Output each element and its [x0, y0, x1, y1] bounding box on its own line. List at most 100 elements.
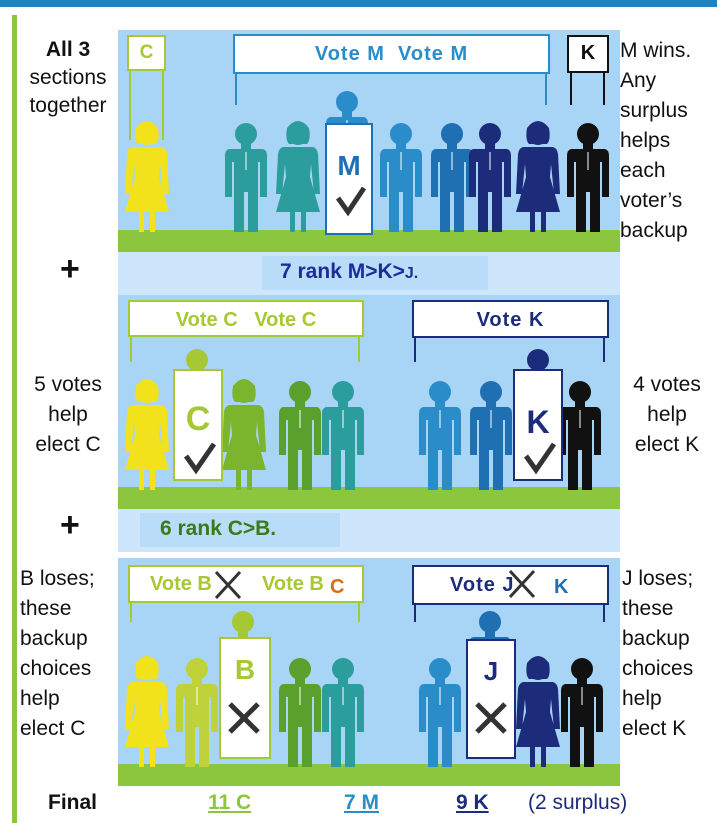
mid-right-note: 4 votes help elect K — [620, 370, 714, 460]
mid-vote-k-label: Vote K — [476, 309, 545, 331]
voter-figure — [279, 381, 321, 490]
note-line: 4 votes — [633, 373, 701, 396]
voter-figure — [559, 381, 601, 490]
rank-band-c-highlight — [140, 513, 340, 547]
voter-figure — [419, 658, 461, 767]
ballot-b-rejected — [219, 637, 271, 759]
note-line: backup — [622, 627, 690, 650]
bottom-banner-c — [128, 565, 364, 622]
ballot-k — [513, 369, 563, 481]
note-line: choices — [622, 657, 694, 680]
note-line: elect K — [634, 433, 700, 456]
final-surplus-note: (2 surplus) — [528, 791, 628, 814]
voter-figure — [322, 658, 364, 767]
note-line: help — [647, 403, 687, 426]
top-right-note: M wins. Any surplus helps each voter’s b… — [620, 36, 714, 246]
top-banner-m — [233, 34, 550, 105]
ground-strip — [118, 230, 620, 252]
voter-figure — [125, 379, 169, 490]
ballot-j-letter: J — [483, 656, 499, 686]
note-line: these — [20, 597, 72, 620]
note-line: J loses; — [622, 567, 694, 590]
ballot-m-letter: M — [337, 150, 361, 181]
sections-note: All 3 sections together — [20, 36, 116, 120]
top-k-label: K — [580, 42, 596, 64]
voter-figure — [380, 123, 422, 232]
note-line: choices — [20, 657, 92, 680]
ballot-k-letter: K — [526, 404, 550, 440]
note-line: surplus — [620, 99, 688, 122]
top-vote-m-label: Vote M Vote M — [314, 43, 469, 65]
voter-figure — [125, 656, 169, 767]
rank-m-text: 7 rank M>K>J. — [280, 260, 418, 284]
note-line: B loses; — [20, 567, 95, 590]
plus-sign-2: + — [60, 506, 80, 544]
bottom-vote-j-label: Vote J — [450, 574, 515, 596]
note-line: Any — [620, 69, 657, 92]
rank-band-m-highlight — [262, 256, 488, 290]
plus-sign-1: + — [60, 250, 80, 288]
sections-note-l3: together — [29, 94, 107, 117]
top-c-label: C — [139, 42, 154, 63]
left-accent-bar — [12, 15, 17, 823]
voter-figure — [567, 123, 609, 232]
note-line: elect C — [20, 717, 86, 740]
bottom-vote-b-right: Vote B — [262, 573, 324, 595]
note-line: help — [48, 403, 88, 426]
voter-figure — [225, 123, 267, 232]
voter-figure — [176, 658, 218, 767]
rank-c-text: 6 rank C>B. — [160, 517, 277, 540]
ballot-j-rejected — [466, 639, 516, 759]
final-k-total: 9 K — [456, 791, 489, 814]
note-line: elect C — [35, 433, 101, 456]
top-banner-c — [127, 35, 166, 140]
mid-banner-c — [128, 300, 364, 362]
note-line: voter’s — [620, 189, 683, 212]
bottom-vote-b-left: Vote B — [150, 573, 212, 595]
bottom-k-new-choice: K — [554, 576, 569, 598]
voter-figure — [431, 123, 473, 232]
note-line: backup — [620, 219, 688, 242]
top-accent-bar — [0, 0, 717, 7]
mid-vote-c-label: Vote C Vote C — [175, 309, 317, 331]
voter-figure — [470, 381, 512, 490]
ground-strip — [118, 487, 620, 509]
note-line: these — [622, 597, 674, 620]
note-line: each — [620, 159, 666, 182]
ballot-c-letter: C — [185, 400, 211, 438]
bottom-right-note: J loses; these backup choices help elect… — [622, 564, 716, 744]
note-line: helps — [620, 129, 671, 152]
final-c-total: 11 C — [208, 791, 252, 814]
voter-figure — [279, 658, 321, 767]
ballot-m — [325, 123, 373, 235]
note-line: help — [622, 687, 662, 710]
final-m-total: 7 M — [344, 791, 380, 814]
note-line: elect K — [622, 717, 687, 740]
cross-out-marks — [214, 569, 536, 600]
voter-figure — [469, 123, 511, 232]
ballot-c — [173, 369, 223, 481]
voter-figure — [276, 121, 320, 232]
bottom-banner-k — [412, 565, 609, 622]
voter-figure — [322, 381, 364, 490]
rank-m-main: 7 rank M>K> — [280, 260, 405, 283]
voter-figure — [222, 379, 266, 490]
top-banner-k — [567, 35, 609, 105]
note-line: backup — [20, 627, 88, 650]
final-label: Final — [48, 791, 98, 814]
bottom-c-new-choice: C — [330, 576, 345, 598]
mid-banner-k — [412, 300, 609, 362]
voter-figure — [516, 656, 560, 767]
voter-figure — [561, 658, 603, 767]
rank-m-small: J. — [404, 265, 419, 282]
voter-figure — [419, 381, 461, 490]
bottom-left-note: B loses; these backup choices help elect… — [20, 564, 116, 744]
sections-note-l2: sections — [29, 66, 107, 89]
note-line: M wins. — [620, 39, 692, 62]
voter-figure — [516, 121, 560, 232]
ballot-b-letter: B — [234, 654, 256, 685]
note-line: help — [20, 687, 60, 710]
note-line: 5 votes — [34, 373, 102, 396]
sections-note-l1: All 3 — [45, 38, 91, 61]
